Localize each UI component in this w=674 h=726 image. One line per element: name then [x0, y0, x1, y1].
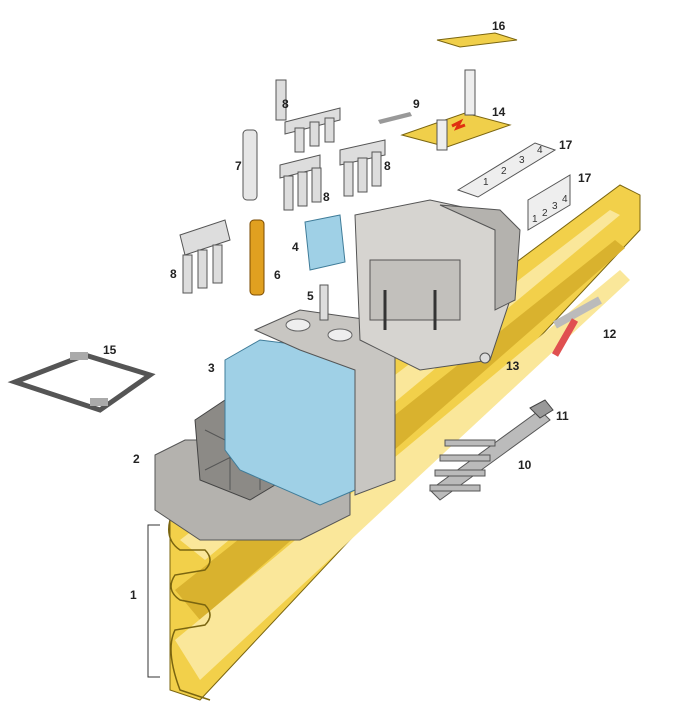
marker-number: 4: [537, 145, 543, 156]
marker-number: 2: [542, 208, 548, 219]
marker-number: 4: [562, 194, 568, 205]
label-8: 8: [323, 190, 330, 204]
marker-cover: [436, 32, 518, 48]
label-5: 5: [307, 289, 314, 303]
marker-number: 1: [483, 177, 489, 188]
screw: [479, 352, 491, 364]
marker-number: 3: [519, 155, 525, 166]
comb-jumper: [429, 409, 551, 501]
label-15: 15: [103, 343, 117, 357]
label-8: 8: [384, 159, 391, 173]
label-4: 4: [292, 240, 299, 254]
label-10: 10: [518, 458, 532, 472]
label-9: 9: [413, 97, 420, 111]
marker-number: 2: [501, 166, 507, 177]
marker-strip-flat: 1 2 3 4: [456, 142, 557, 198]
terminal-blocks: [253, 199, 521, 496]
marker-strip-upright: 1 2 3 4: [527, 174, 571, 231]
test-pin: [319, 284, 329, 321]
marker-number: 1: [532, 214, 538, 225]
label-2: 2: [133, 452, 140, 466]
end-cap: [529, 399, 554, 419]
label-8: 8: [170, 267, 177, 281]
label-1: 1: [130, 588, 137, 602]
label-8: 8: [282, 97, 289, 111]
label-7: 7: [235, 159, 242, 173]
label-16: 16: [492, 19, 506, 33]
blue-clip: [304, 214, 346, 271]
part-labels: 1 2 3 4 5 6 7 8 8 8 8 9 10 11 12 13 14 1…: [103, 19, 617, 602]
label-12: 12: [603, 327, 617, 341]
earth-plate: [400, 69, 512, 151]
label-11: 11: [556, 409, 569, 423]
label-3: 3: [208, 361, 215, 375]
frame-cover: [7, 352, 156, 413]
label-14: 14: [492, 105, 506, 119]
bracket-line: [147, 524, 160, 678]
test-plug: [242, 129, 258, 201]
test-socket: [249, 219, 265, 296]
bridge-strip: [378, 112, 412, 124]
marker-number: 3: [552, 201, 558, 212]
connector-pin: [551, 296, 602, 357]
label-17: 17: [559, 138, 573, 152]
label-13: 13: [506, 359, 520, 373]
cross-connectors: [179, 79, 386, 294]
label-6: 6: [274, 268, 281, 282]
label-17: 17: [578, 171, 592, 185]
